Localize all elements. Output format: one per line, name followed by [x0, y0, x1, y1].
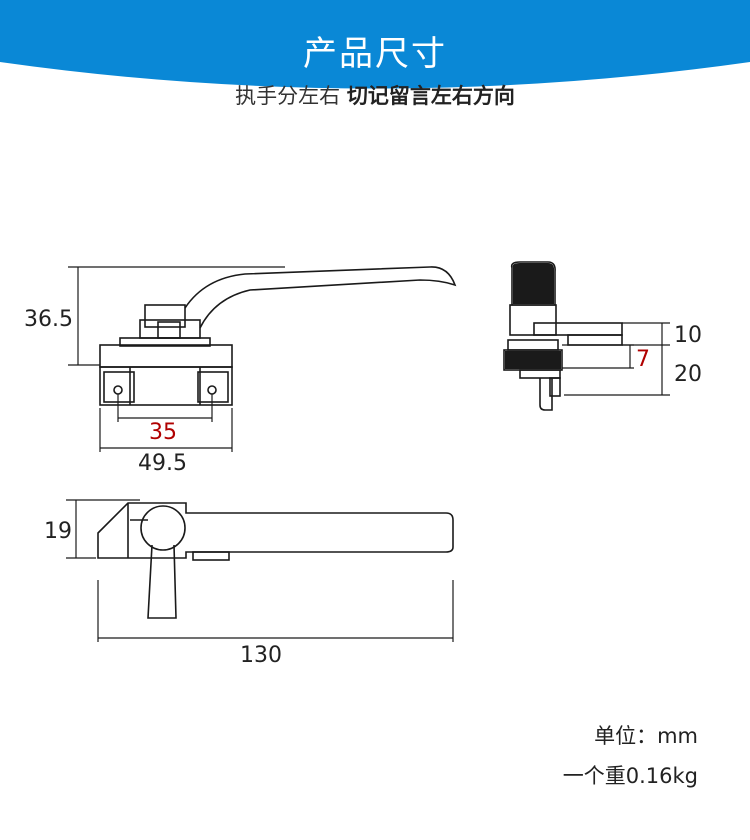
spec-unit: 单位：mm [594, 724, 698, 748]
dim-side-bottom: 20 [674, 362, 702, 387]
top-view [97, 502, 454, 619]
page-title: 产品尺寸 [303, 34, 447, 74]
spec-weight: 一个重0.16kg [562, 764, 698, 788]
dim-side-top: 10 [674, 323, 702, 348]
dim-base-width: 49.5 [138, 451, 187, 476]
subtitle-bold: 切记留言左右方向 [346, 84, 515, 108]
side-view [503, 261, 623, 411]
dim-top-height: 19 [44, 519, 72, 544]
top-dimension-lines [66, 499, 454, 642]
side-dimension-lines [562, 322, 670, 396]
dim-side-mid: 7 [636, 347, 650, 372]
subtitle-normal: 执手分左右 [235, 84, 341, 108]
dim-front-height: 36.5 [24, 307, 73, 332]
dim-total-length: 130 [240, 643, 282, 668]
side-view-fills [505, 263, 561, 369]
front-view [99, 266, 457, 406]
banner-shape [0, 0, 750, 89]
page-subtitle: 执手分左右 切记留言左右方向 [0, 80, 750, 110]
dim-hole-spacing: 35 [149, 420, 177, 445]
header-banner: 产品尺寸 执手分左右 切记留言左右方向 [0, 0, 750, 120]
front-dimension-lines [68, 266, 285, 452]
